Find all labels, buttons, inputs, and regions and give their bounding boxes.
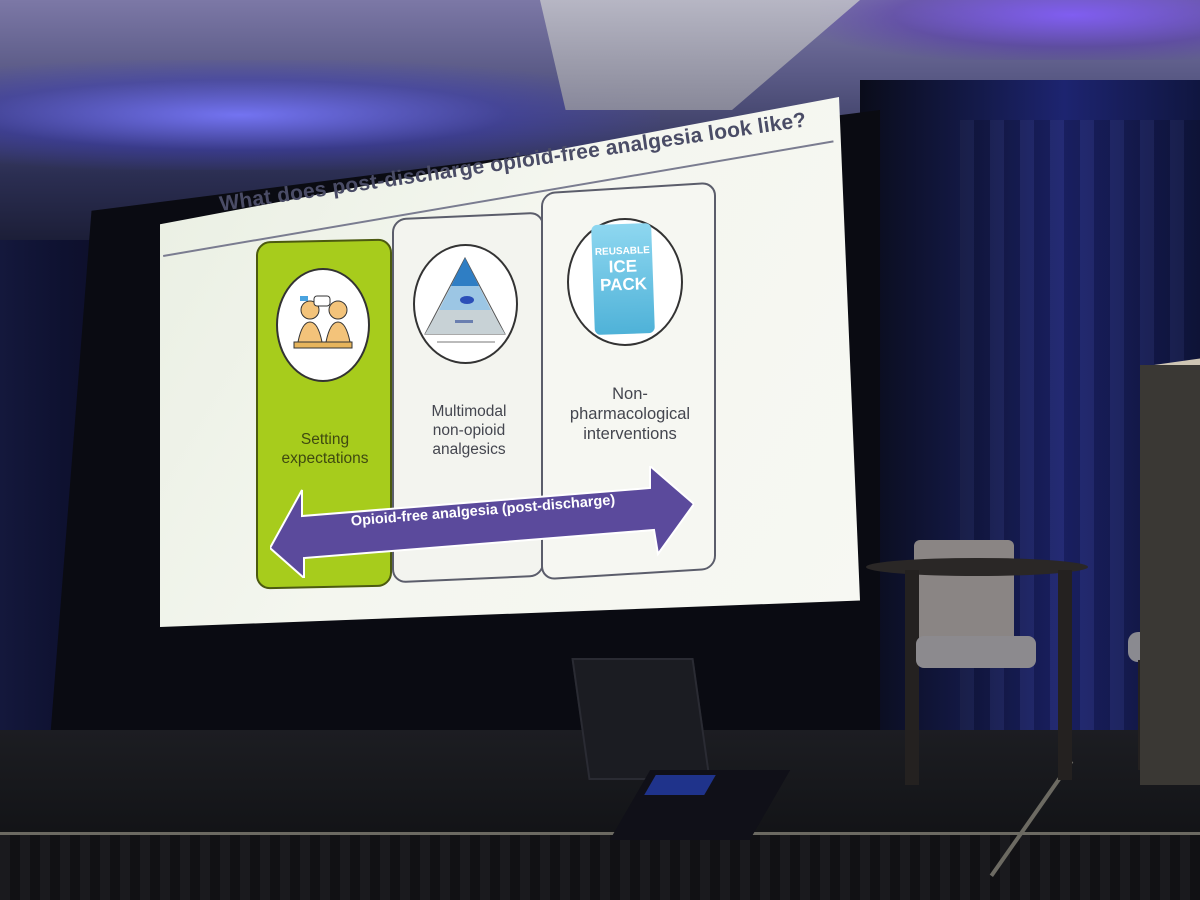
chair-seat <box>916 636 1036 668</box>
consultation-icon <box>276 268 370 382</box>
podium <box>1140 365 1200 785</box>
stage-edge-line <box>0 832 1200 835</box>
double-arrow-icon <box>270 466 694 578</box>
monitor-led <box>644 775 716 795</box>
label-line: pharmacological <box>569 405 691 423</box>
label-multimodal: Multimodal non-opioid analgesics <box>396 402 542 459</box>
chair-back <box>914 540 1014 650</box>
label-line: expectations <box>281 450 369 467</box>
label-non-pharmacological: Non- pharmacological interventions <box>550 384 710 444</box>
label-line: interventions <box>583 425 677 443</box>
label-line: non-opioid <box>432 422 506 439</box>
label-line: analgesics <box>432 441 506 458</box>
label-line: Non- <box>612 385 648 403</box>
pyramid-icon <box>424 256 506 343</box>
ice-pack-line3: PACK <box>599 274 648 295</box>
label-line: Multimodal <box>431 403 507 420</box>
table-leg <box>905 570 919 785</box>
label-line: Setting <box>300 431 350 448</box>
table-leg <box>1058 570 1072 780</box>
analgesic-pyramid-icon <box>413 244 518 364</box>
side-table <box>866 558 1088 576</box>
ceiling-purple-light <box>820 0 1200 60</box>
label-setting-expectations: Setting expectations <box>262 430 388 468</box>
ice-pack-label: REUSABLE ICE PACK <box>592 245 654 295</box>
stage-skirt <box>0 835 1200 900</box>
confidence-monitor <box>571 658 711 780</box>
doctor-patient-icon <box>293 295 353 349</box>
